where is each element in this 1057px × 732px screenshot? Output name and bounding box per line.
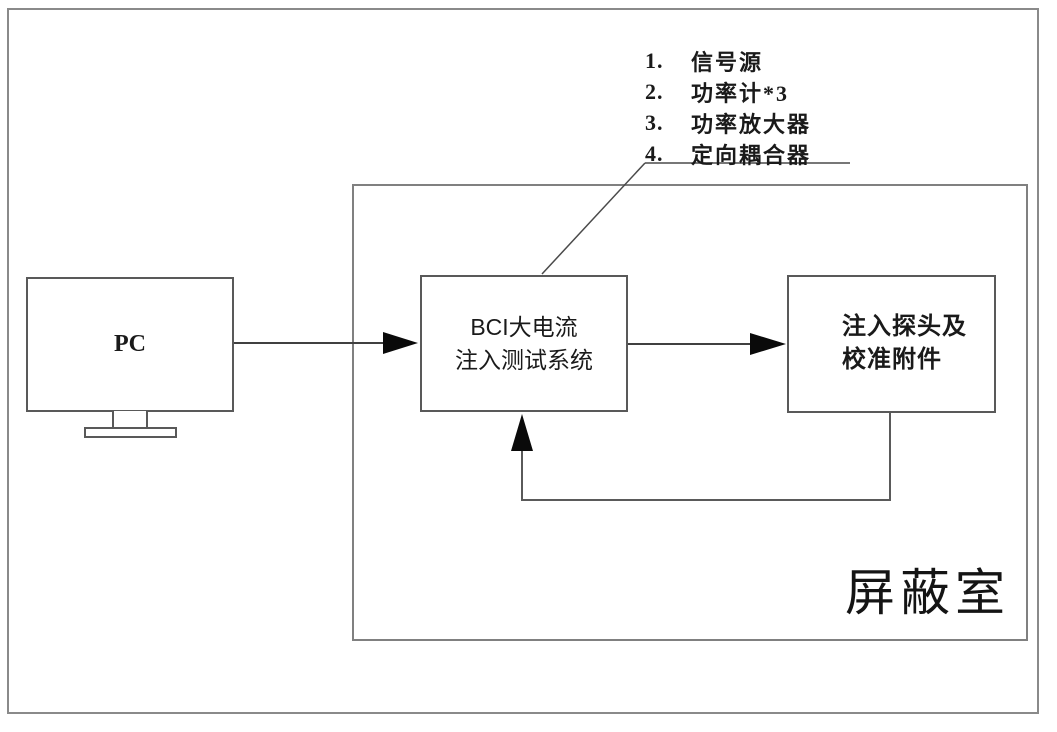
pc-monitor-base <box>84 427 177 438</box>
legend-item-label: 信号源 <box>691 49 764 75</box>
shielded-room: 屏蔽室 <box>352 184 1028 641</box>
bci-system-label-line2: 注入测试系统 <box>455 346 593 373</box>
legend-item-label: 定向耦合器 <box>691 142 812 168</box>
legend-item-label: 功率计*3 <box>691 80 790 106</box>
arrowhead-up-icon <box>511 414 533 451</box>
feedback-connector <box>521 413 891 501</box>
legend-item-label: 功率放大器 <box>691 111 812 137</box>
legend-item: 2. 功率计*3 <box>645 76 811 107</box>
bci-system-node: BCI大电流 注入测试系统 <box>420 275 628 412</box>
pc-node: PC <box>26 277 234 412</box>
legend-item-number: 1. <box>645 47 664 73</box>
probe-node: 注入探头及 校准附件 <box>787 275 996 413</box>
legend-item: 3. 功率放大器 <box>645 107 811 138</box>
probe-label-line1: 注入探头及 <box>842 314 967 340</box>
legend-item: 1. 信号源 <box>645 45 811 76</box>
legend-item: 4. 定向耦合器 <box>645 138 811 169</box>
probe-label-line2: 校准附件 <box>842 347 942 373</box>
pc-monitor-neck <box>112 411 148 427</box>
outer-frame <box>7 8 1039 714</box>
arrowhead-right-icon <box>383 332 418 354</box>
arrowhead-right-icon <box>750 333 786 355</box>
bci-system-label-line1: BCI大电流 <box>470 313 578 340</box>
pc-node-label: PC <box>114 331 146 357</box>
legend: 1. 信号源 2. 功率计*3 3. 功率放大器 4. 定向耦合器 <box>645 45 811 169</box>
legend-item-number: 2. <box>645 78 664 104</box>
leader-line <box>541 162 646 275</box>
shielded-room-label: 屏蔽室 <box>845 565 1010 621</box>
legend-item-number: 4. <box>645 140 664 166</box>
legend-item-number: 3. <box>645 109 664 135</box>
